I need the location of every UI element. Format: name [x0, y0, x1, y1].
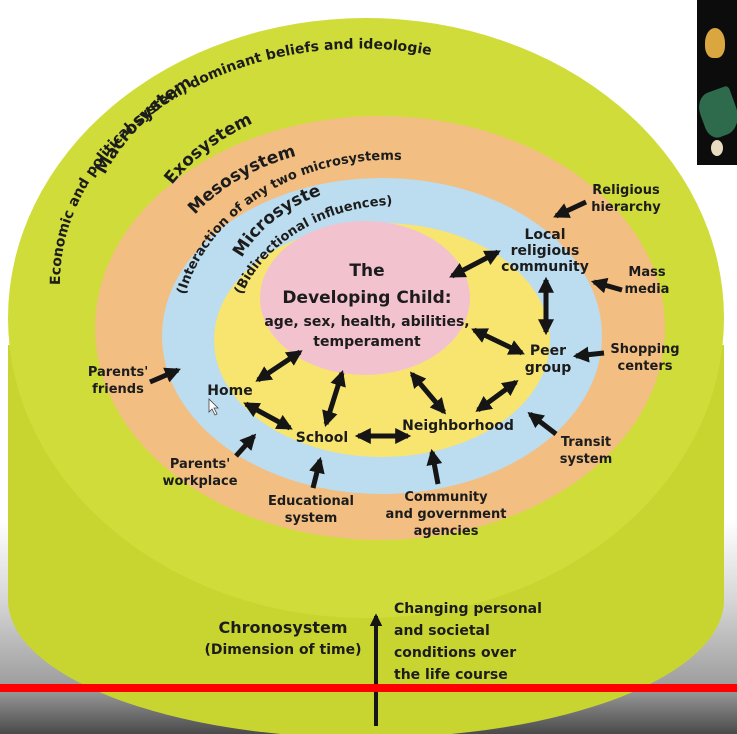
arrow-home-school — [243, 401, 293, 431]
developing-child-core — [260, 221, 470, 375]
node-peer-group-line1: Peer — [530, 343, 566, 359]
label-parents-workplace-line1: Parents' — [170, 457, 230, 472]
arrow-shopping — [572, 346, 605, 363]
arrow-child-school — [322, 369, 346, 428]
label-educational-line2: system — [285, 511, 338, 526]
bidirectional-arrows — [243, 249, 555, 445]
label-community-line2: and government — [386, 507, 507, 522]
label-transit-line1: Transit — [561, 435, 611, 450]
exosystem-arrows — [149, 199, 623, 489]
arrow-child-religious — [449, 249, 501, 279]
child-detail-line2: temperament — [313, 334, 421, 350]
arrow-mass-media — [590, 277, 623, 294]
arrow-child-peer — [471, 327, 525, 356]
label-mass-media-line2: media — [625, 282, 670, 297]
thumbnail-leaf-shape — [697, 85, 737, 141]
node-peer-group-line2: group — [525, 360, 572, 376]
thumbnail-figure-shape — [705, 28, 725, 58]
thumbnail-flower-shape — [711, 140, 723, 156]
arrow-parents-friends — [149, 367, 181, 385]
video-thumbnail — [697, 0, 737, 165]
label-transit-line2: system — [560, 452, 613, 467]
label-shopping-line2: centers — [618, 359, 673, 374]
node-religious-line2: religious — [511, 243, 580, 259]
label-educational-line1: Educational — [268, 494, 354, 509]
child-title-line1: The — [349, 261, 384, 281]
child-title-line2: Developing Child: — [282, 288, 451, 308]
arrow-child-home — [255, 349, 303, 383]
arrow-parents-workplace — [234, 433, 257, 458]
chronosystem-desc-line4: the life course — [394, 667, 508, 683]
chronosystem-desc-line3: conditions over — [394, 645, 516, 661]
label-parents-friends-line1: Parents' — [88, 365, 148, 380]
child-detail-line1: age, sex, health, abilities, — [264, 314, 469, 330]
arrow-child-neighborhood — [409, 371, 447, 415]
node-school: School — [296, 430, 348, 446]
arrow-transit — [527, 412, 558, 436]
node-neighborhood: Neighborhood — [402, 418, 514, 434]
chronosystem-subtitle: (Dimension of time) — [204, 642, 361, 658]
label-religious-hierarchy-line2: hierarchy — [591, 200, 661, 215]
arrow-religious-hierarchy — [553, 199, 588, 219]
label-religious-hierarchy-line1: Religious — [592, 183, 660, 198]
label-parents-workplace-line2: workplace — [162, 474, 237, 489]
label-community-line3: agencies — [414, 524, 479, 539]
label-parents-friends-line2: friends — [92, 382, 144, 397]
node-religious-line1: Local — [524, 227, 565, 243]
mouse-cursor-icon — [208, 398, 219, 416]
progress-bar-line — [0, 684, 737, 692]
label-shopping-line1: Shopping — [610, 342, 679, 357]
chronosystem-title: Chronosystem — [218, 618, 347, 637]
arrow-community — [426, 448, 443, 485]
label-mass-media-line1: Mass — [628, 265, 665, 280]
arrow-peer-neighborhood — [475, 379, 519, 413]
chronosystem-desc-line1: Changing personal — [394, 601, 542, 617]
node-home: Home — [207, 383, 252, 399]
node-religious-line3: community — [501, 259, 589, 275]
chronosystem-desc-line2: and societal — [394, 623, 490, 639]
label-community-line1: Community — [404, 490, 488, 505]
arrow-educational — [309, 456, 325, 489]
